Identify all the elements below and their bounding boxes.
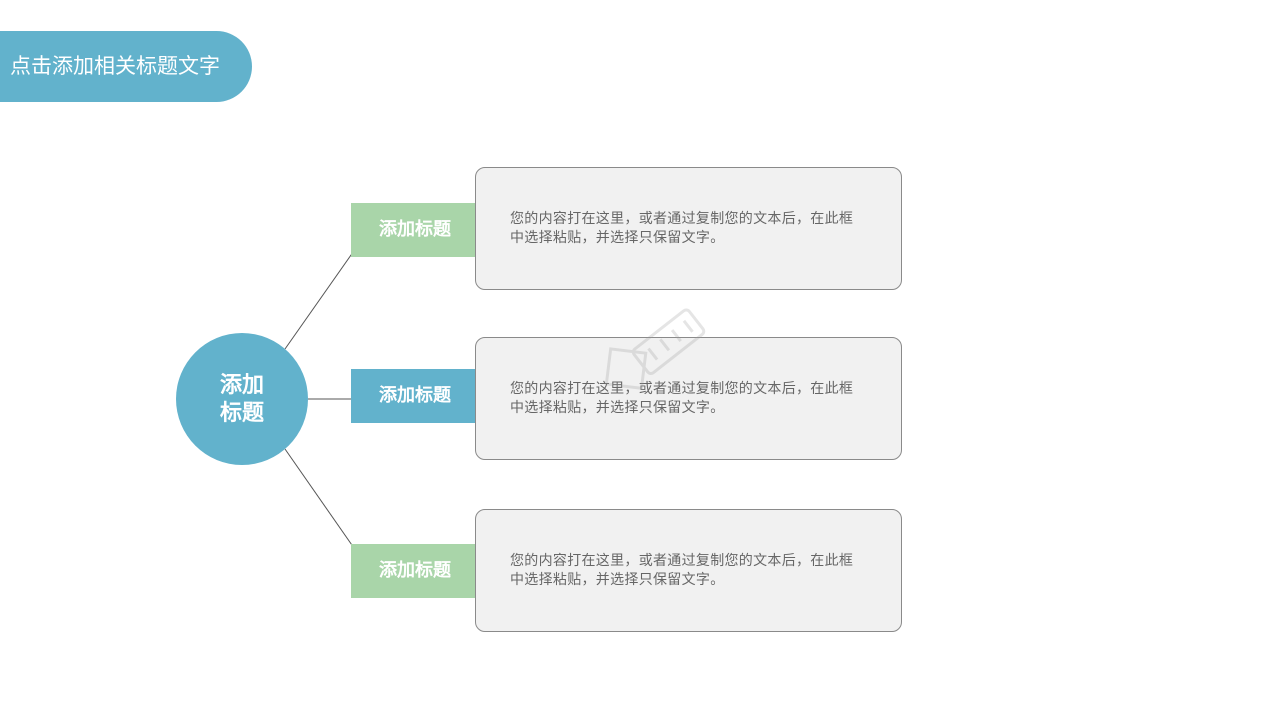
slide-title[interactable]: 点击添加相关标题文字 (0, 31, 252, 102)
branch-text-top: 您的内容打在这里，或者通过复制您的文本后，在此框中选择粘贴，并选择只保留文字。 (510, 210, 854, 246)
branch-label-top[interactable]: 添加标题 (351, 203, 475, 257)
branch-textbox-middle[interactable]: 您的内容打在这里，或者通过复制您的文本后，在此框中选择粘贴，并选择只保留文字。 (475, 337, 902, 460)
watermark-icon (604, 308, 706, 390)
branch-textbox-top[interactable]: 您的内容打在这里，或者通过复制您的文本后，在此框中选择粘贴，并选择只保留文字。 (475, 167, 902, 290)
hub-label: 添加标题 (219, 372, 264, 426)
branch-textbox-bottom[interactable]: 您的内容打在这里，或者通过复制您的文本后，在此框中选择粘贴，并选择只保留文字。 (475, 509, 902, 632)
branch-label-bottom[interactable]: 添加标题 (351, 544, 475, 598)
branch-text-bottom: 您的内容打在这里，或者通过复制您的文本后，在此框中选择粘贴，并选择只保留文字。 (510, 552, 854, 588)
hub-circle[interactable]: 添加标题 (176, 333, 308, 465)
branch-text-middle: 您的内容打在这里，或者通过复制您的文本后，在此框中选择粘贴，并选择只保留文字。 (510, 380, 854, 416)
branch-label-middle[interactable]: 添加标题 (351, 369, 475, 423)
